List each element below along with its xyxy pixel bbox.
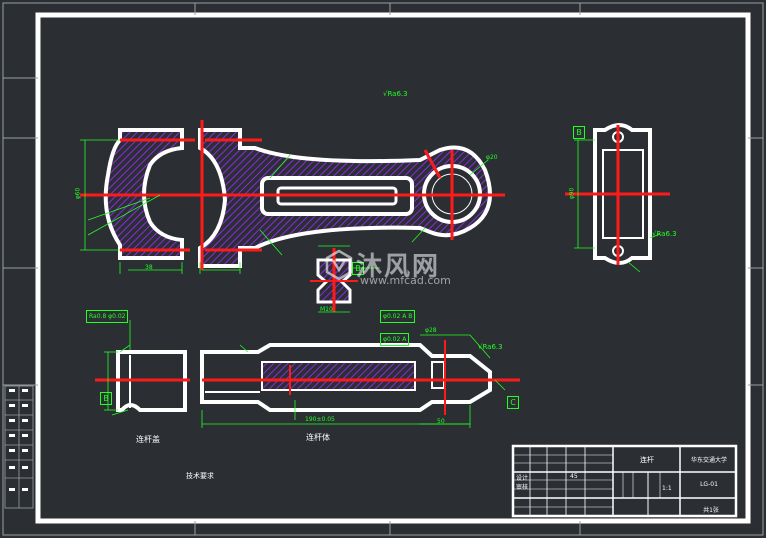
title-material: 45 [570, 473, 578, 480]
cap-section-view [95, 320, 190, 416]
datum-tag-right: C [507, 396, 519, 409]
rod-front-view [80, 120, 505, 274]
rod-side-view [565, 123, 670, 273]
title-drawing-no: LG-01 [700, 481, 718, 488]
dim-hole: φ20 [486, 154, 498, 161]
tolerance-box-3: φ0.02 A [380, 333, 410, 346]
roughness-side-label: Ra6.3 [656, 230, 677, 238]
dim-side-height: φ90 [568, 187, 576, 200]
title-drawing-name: 连杆 [640, 456, 654, 464]
roughness-mid-check-icon: √ [478, 343, 483, 351]
body-section-view [200, 334, 520, 428]
caption-body-section: 连杆体 [306, 433, 330, 442]
caption-cap-section: 连杆盖 [136, 435, 160, 444]
margin-label-grid [4, 385, 34, 509]
margin-marks [9, 389, 28, 491]
roughness-mid-label: Ra6.3 [482, 343, 503, 351]
roughness-note-mid: √Ra6.3 [478, 343, 503, 351]
datum-tag-bolt: B [352, 262, 364, 275]
title-school: 华东交通大学 [690, 457, 727, 464]
dim-bolt: M10 [320, 306, 333, 313]
roughness-side-check-icon: √ [652, 230, 657, 238]
dim-cap-width: 38 [145, 264, 153, 271]
tolerance-box-1: Ra0.8 φ0.02 [86, 310, 129, 323]
roughness-note-side: √Ra6.3 [652, 230, 677, 238]
front-centerlines [80, 120, 505, 270]
title-scale: 1:1 [662, 485, 672, 492]
dim-cap-height: φ60 [74, 187, 82, 200]
title-checker: 审核 [516, 484, 529, 491]
title-sheet: 共1张 [703, 507, 719, 514]
title-designer: 设计 [516, 475, 529, 482]
roughness-note-top: √Ra6.3 [383, 90, 408, 98]
tech-note: 技术要求 [186, 472, 214, 480]
dim-right-end: 50 [437, 418, 445, 425]
title-block-grid [511, 444, 738, 518]
roughness-top-label: Ra6.3 [387, 90, 408, 98]
margin-ticks [3, 3, 763, 535]
tolerance-box-2: φ0.02 A B [380, 310, 416, 323]
datum-tag-cap: B [100, 392, 112, 405]
front-dimensions [80, 139, 489, 274]
dim-small-end: φ28 [425, 327, 437, 334]
datum-tag-side: B [573, 126, 585, 139]
dim-body-length: 190±0.05 [305, 416, 335, 423]
roughness-check-icon: √ [383, 90, 388, 98]
